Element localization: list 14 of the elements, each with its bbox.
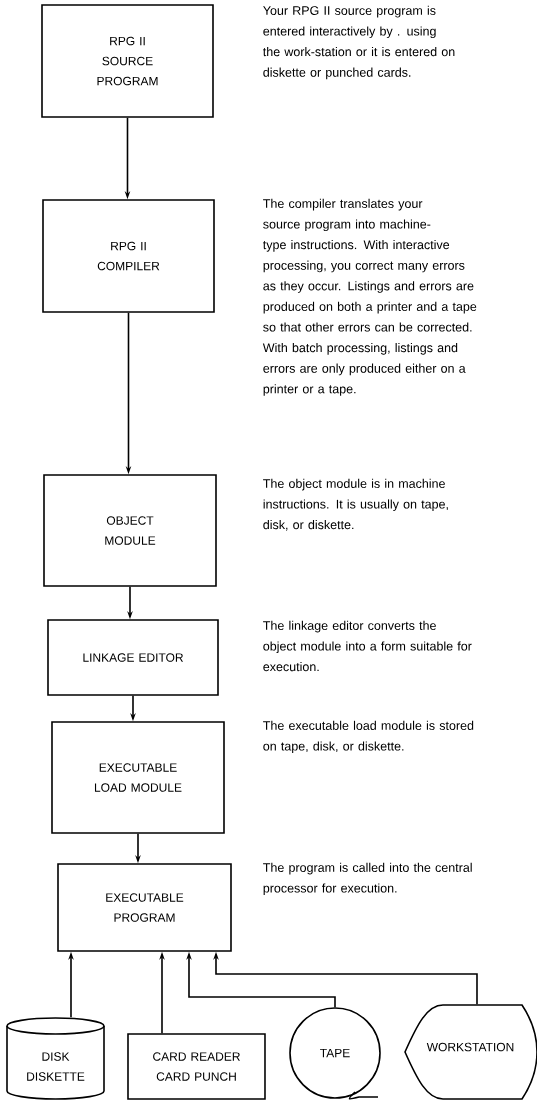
process-box: RPG II SOURCE PROGRAM xyxy=(41,4,214,118)
process-box: RPG II COMPILER xyxy=(42,199,215,313)
description-text: Your RPG II source program is entered interactively by . using the work-station or it is entered on diskette or punched cards. xyxy=(263,5,455,80)
process-box: LINKAGE EDITOR xyxy=(47,619,219,696)
description-text: The linkage editor converts the object module into a form suitable for execution. xyxy=(263,620,472,672)
description-text: The compiler translates your source program into machine-type instructions. With interactive processing, you correct many errors as they occur. Listings and errors are produced on both a printer and a tape so that other errors can be corrected. With batch processing, listings and errors are only produced either on a printer or a tape. xyxy=(262,198,477,396)
disk-cylinder: DISK DISKETTE xyxy=(6,1017,105,1100)
description-text: The program is called into the central processor for execution. xyxy=(263,862,472,896)
description-text: The object module is in machine instructions. It is usually on tape, disk, or diskette. xyxy=(263,478,448,531)
process-box: OBJECT MODULE xyxy=(43,474,217,587)
process-box: EXECUTABLE PROGRAM xyxy=(57,863,232,952)
description-text: The executable load module is stored on tape, disk, or diskette. xyxy=(263,720,474,754)
process-box: EXECUTABLE LOAD MODULE xyxy=(51,721,225,834)
node-label: DISK DISKETTE xyxy=(27,1052,85,1081)
